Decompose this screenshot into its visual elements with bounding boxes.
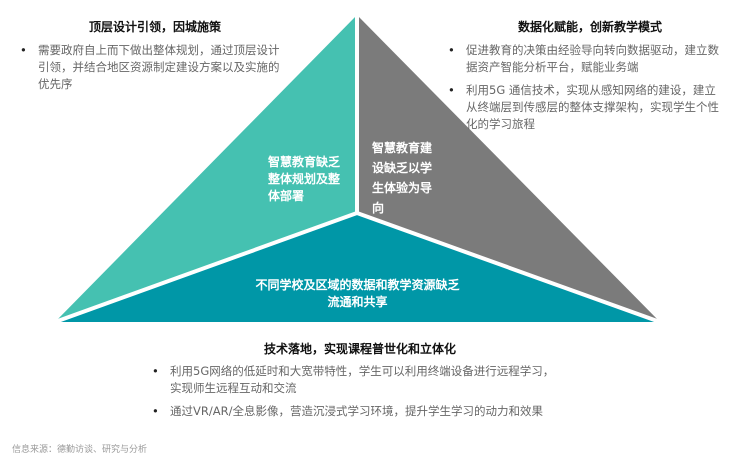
bullet: 利用5G 通信技术，实现从感知网络的建设，建立从终端层到传感层的整体支撑架构，实… [446, 82, 721, 133]
bottom-segment-text: 不同学校及区域的数据和教学资源缺乏流通和共享 [255, 278, 460, 309]
bullet: 促进教育的决策由经验导向转向数据驱动，建立数据资产智能分析平台，赋能业务端 [446, 42, 721, 76]
right-segment [357, 15, 660, 322]
top-left-title: 顶层设计引领，因城施策 [88, 20, 221, 34]
bullet: 利用5G网络的低延时和大宽带特性，学生可以利用终端设备进行远程学习，实现师生远程… [150, 363, 560, 397]
bottom-bullets: 利用5G网络的低延时和大宽带特性，学生可以利用终端设备进行远程学习，实现师生远程… [150, 363, 560, 426]
bullet: 需要政府自上而下做出整体规划，通过顶层设计引领，并结合地区资源制定建设方案以及实… [18, 42, 283, 93]
top-right-bullets: 促进教育的决策由经验导向转向数据驱动，建立数据资产智能分析平台，赋能业务端 利用… [446, 42, 721, 139]
bullet: 通过VR/AR/全息影像，营造沉浸式学习环境，提升学生学习的动力和效果 [150, 403, 560, 420]
top-right-title: 数据化赋能，创新教学模式 [517, 20, 662, 34]
top-left-bullets: 需要政府自上而下做出整体规划，通过顶层设计引领，并结合地区资源制定建设方案以及实… [18, 42, 283, 99]
bottom-title: 技术落地，实现课程普世化和立体化 [263, 342, 456, 356]
bottom-segment [55, 213, 660, 322]
source-note: 信息来源：德勤访谈、研究与分析 [12, 445, 148, 455]
left-segment-text: 智慧教育缺乏整体规划及整体部署 [268, 155, 341, 203]
right-segment-text: 智慧教育建设缺乏以学生体验为导向 [372, 141, 433, 215]
